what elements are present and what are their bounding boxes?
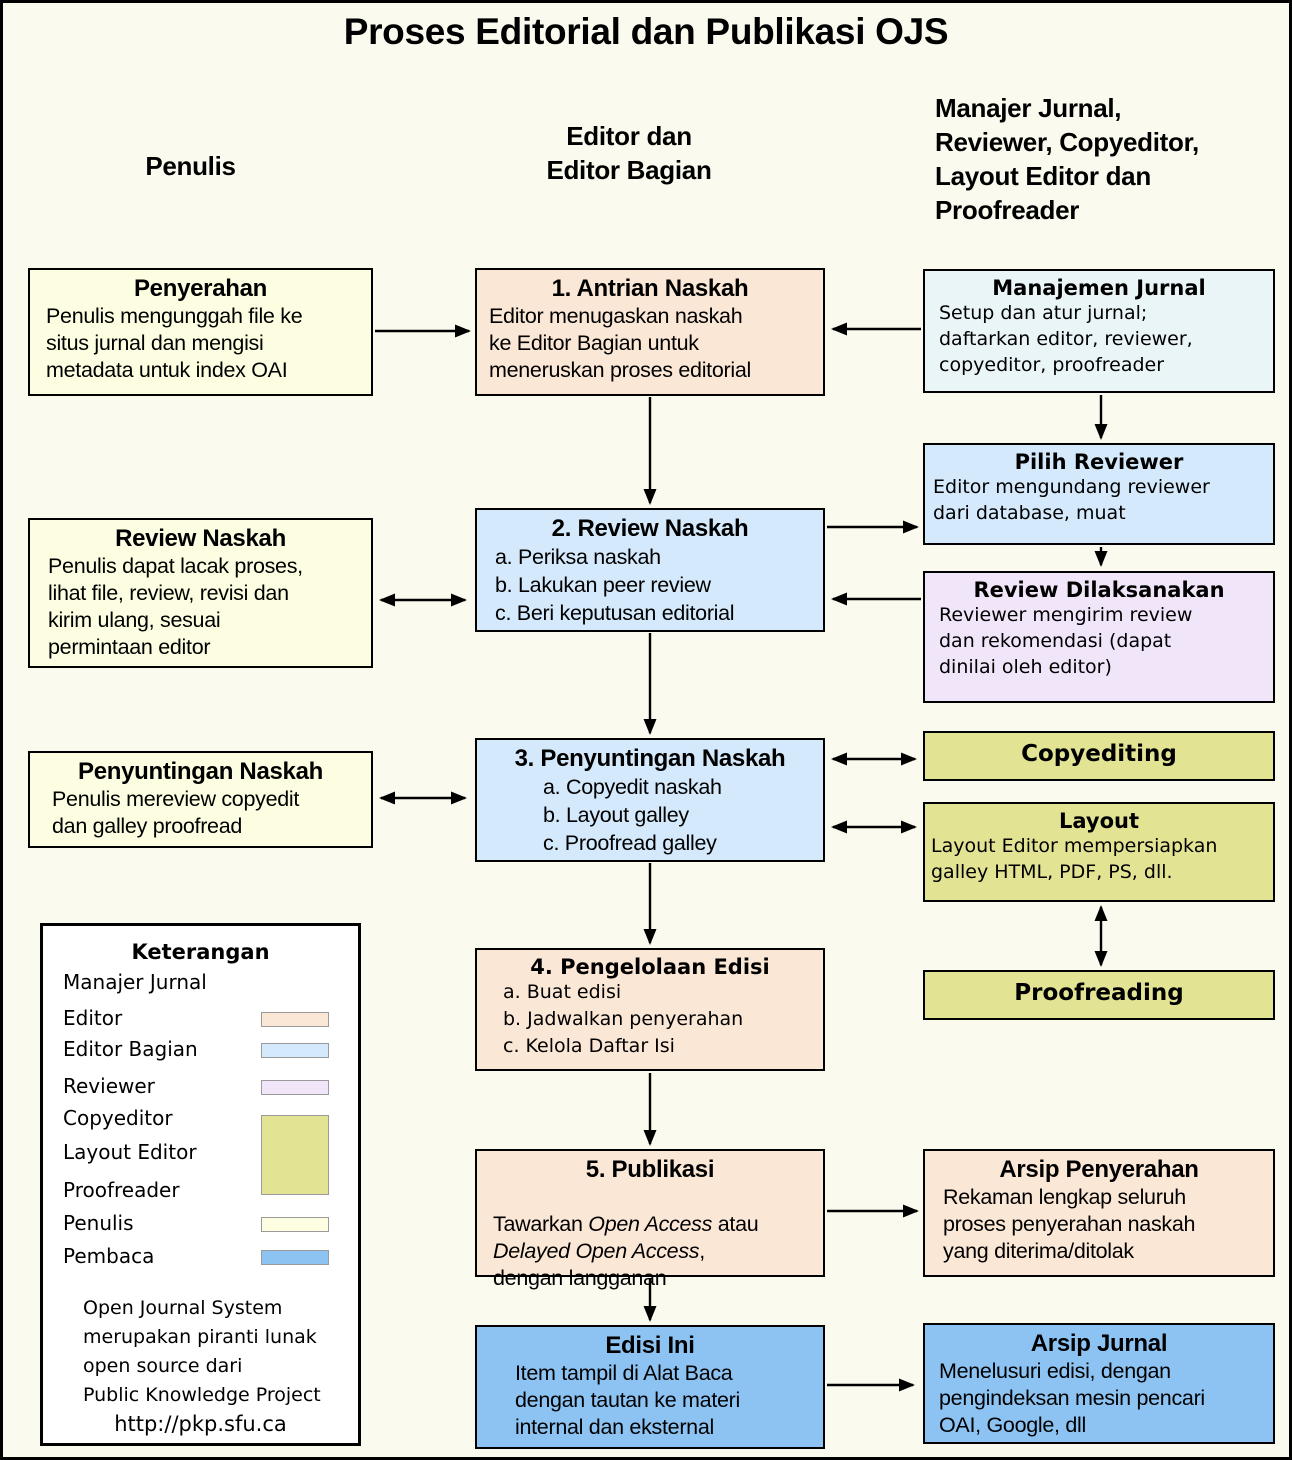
flow-arrows (375, 322, 1108, 1392)
legend-label-layout-editor: Layout Editor (63, 1140, 197, 1164)
legend-label-reviewer: Reviewer (63, 1074, 155, 1098)
box-title: 4. Pengelolaan Edisi (530, 955, 770, 979)
box-item-list: a. Copyedit naskah b. Layout galley c. P… (477, 773, 823, 857)
box-layout: Layout Layout Editor mempersiapkan galle… (923, 802, 1275, 902)
box-title: Proofreading (1014, 980, 1184, 1006)
body-text-italic: Open Access (588, 1212, 713, 1236)
box-body: Editor mengundang reviewer dari database… (933, 476, 1210, 524)
box-item: a. Periksa naskah (495, 545, 661, 569)
box-item: b. Jadwalkan penyerahan (503, 1008, 744, 1030)
legend-label-copyeditor: Copyeditor (63, 1106, 173, 1130)
box-body: Reviewer mengirim review dan rekomendasi… (939, 604, 1193, 678)
box-review-naskah-penulis: Review Naskah Penulis dapat lacak proses… (28, 518, 373, 668)
box-title: Arsip Penyerahan (999, 1156, 1199, 1183)
box-title: Edisi Ini (605, 1332, 695, 1359)
body-text: , dengan langganan (493, 1239, 705, 1290)
body-text-italic: Delayed Open Access (493, 1239, 700, 1263)
column-header-penulis: Penulis (145, 151, 236, 181)
box-title: 1. Antrian Naskah (551, 275, 749, 302)
legend-about-text: Open Journal System merupakan piranti lu… (83, 1297, 321, 1406)
box-body: Layout Editor mempersiapkan galley HTML,… (931, 835, 1218, 883)
diagram-title: Proses Editorial dan Publikasi OJS (343, 11, 949, 52)
box-item: a. Copyedit naskah (543, 775, 722, 799)
legend-label-editor-bagian: Editor Bagian (63, 1037, 198, 1061)
column-header-manajer-jurnal: Manajer Jurnal, Reviewer, Copyeditor, La… (935, 93, 1199, 225)
box-body: Penulis dapat lacak proses, lihat file, … (48, 554, 303, 659)
box-title: Pilih Reviewer (1014, 450, 1184, 474)
box-edisi-ini: Edisi Ini Item tampil di Alat Baca denga… (475, 1325, 825, 1449)
box-antrian-naskah: 1. Antrian Naskah Editor menugaskan nask… (475, 268, 825, 396)
box-body: Setup dan atur jurnal; daftarkan editor,… (939, 302, 1193, 376)
box-title: Copyediting (1021, 741, 1177, 767)
box-title: Review Naskah (115, 525, 286, 552)
box-title: Layout (1058, 809, 1139, 833)
box-item: c. Kelola Daftar Isi (503, 1035, 675, 1057)
box-arsip-penyerahan: Arsip Penyerahan Rekaman lengkap seluruh… (923, 1149, 1275, 1277)
box-title: Review Dilaksanakan (973, 578, 1225, 602)
legend-label-editor: Editor (63, 1006, 123, 1030)
legend-swatch-penulis (261, 1217, 329, 1232)
box-title: Manajemen Jurnal (992, 276, 1206, 300)
legend-box: Keterangan Manajer Jurnal Editor Editor … (40, 923, 361, 1446)
box-review-dilaksanakan: Review Dilaksanakan Reviewer mengirim re… (923, 571, 1275, 703)
box-proofreading: Proofreading (923, 970, 1275, 1020)
box-item-list: a. Periksa naskah b. Lakukan peer review… (477, 543, 823, 627)
box-body: Tawarkan Open Access atau Delayed Open A… (477, 1184, 823, 1292)
box-title: 5. Publikasi (585, 1156, 715, 1183)
box-penyuntingan-naskah: 3. Penyuntingan Naskah a. Copyedit naska… (475, 738, 825, 862)
box-body: Editor menugaskan naskah ke Editor Bagia… (489, 304, 751, 382)
box-manajemen-jurnal: Manajemen Jurnal Setup dan atur jurnal; … (923, 269, 1275, 393)
legend-title: Keterangan (131, 940, 270, 964)
body-text: atau (717, 1212, 759, 1236)
legend-label-penulis: Penulis (63, 1211, 134, 1235)
legend-swatch-copyeditor-layout-proofreader (261, 1115, 329, 1195)
legend-url: http://pkp.sfu.ca (114, 1412, 287, 1436)
box-item: b. Layout galley (543, 803, 689, 827)
box-pengelolaan-edisi: 4. Pengelolaan Edisi a. Buat edisi b. Ja… (475, 948, 825, 1071)
legend-swatch-editor (261, 1012, 329, 1027)
box-arsip-jurnal: Arsip Jurnal Menelusuri edisi, dengan pe… (923, 1323, 1275, 1444)
box-copyediting: Copyediting (923, 731, 1275, 781)
box-item: c. Beri keputusan editorial (495, 601, 735, 625)
box-pilih-reviewer: Pilih Reviewer Editor mengundang reviewe… (923, 443, 1275, 545)
box-review-naskah: 2. Review Naskah a. Periksa naskah b. La… (475, 508, 825, 632)
box-item: a. Buat edisi (503, 981, 622, 1003)
box-penyerahan: Penyerahan Penulis mengunggah file ke si… (28, 268, 373, 396)
body-text: Tawarkan (493, 1212, 589, 1236)
box-title: Penyuntingan Naskah (77, 758, 324, 785)
box-body: Menelusuri edisi, dengan pengindeksan me… (939, 1359, 1205, 1437)
legend-swatch-editor-bagian (261, 1043, 329, 1058)
box-body: Item tampil di Alat Baca dengan tautan k… (515, 1361, 740, 1439)
column-header-editor: Editor dan Editor Bagian (546, 121, 712, 185)
box-body: Rekaman lengkap seluruh proses penyeraha… (943, 1185, 1196, 1263)
box-title: Penyerahan (133, 275, 268, 302)
legend-label-manajer-jurnal: Manajer Jurnal (63, 970, 207, 994)
legend-swatch-pembaca (261, 1250, 329, 1265)
box-item-list: a. Buat edisi b. Jadwalkan penyerahan c.… (477, 979, 823, 1060)
box-body: Penulis mengunggah file ke situs jurnal … (46, 304, 303, 382)
box-title: 2. Review Naskah (551, 515, 749, 542)
box-penyuntingan-penulis: Penyuntingan Naskah Penulis mereview cop… (28, 751, 373, 848)
box-item: c. Proofread galley (543, 831, 717, 855)
legend-label-proofreader: Proofreader (63, 1178, 180, 1202)
box-title: 3. Penyuntingan Naskah (514, 745, 786, 772)
box-item: b. Lakukan peer review (495, 573, 711, 597)
box-publikasi: 5. Publikasi Tawarkan Open Access atau D… (475, 1149, 825, 1290)
box-body: Penulis mereview copyedit dan galley pro… (52, 787, 300, 838)
box-title: Arsip Jurnal (1030, 1330, 1168, 1357)
legend-swatch-reviewer (261, 1080, 329, 1095)
legend-label-pembaca: Pembaca (63, 1244, 155, 1268)
